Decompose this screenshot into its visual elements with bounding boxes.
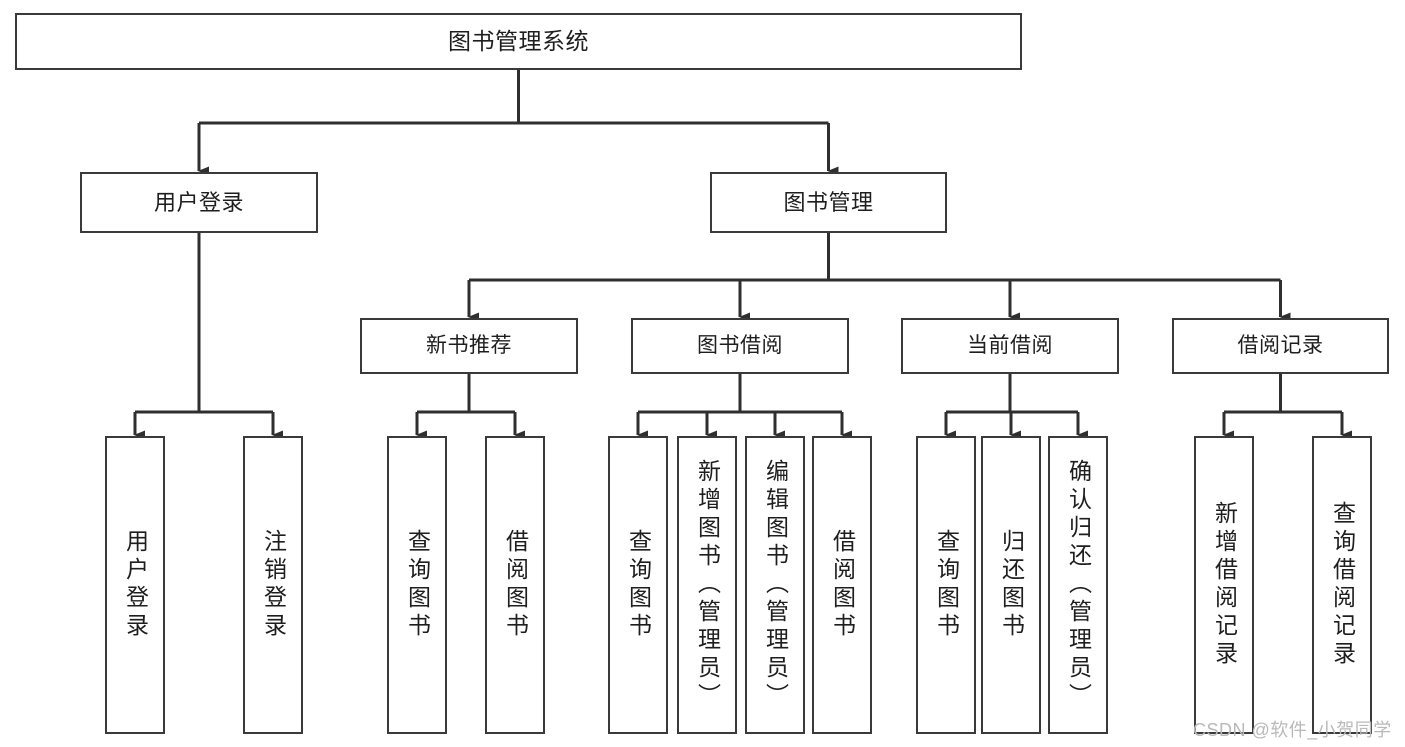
node-book-borrow[interactable]: 图书借阅	[631, 318, 849, 374]
node-root[interactable]: 图书管理系统	[15, 13, 1022, 70]
leaf-borrow-book-2-label: 借阅图书	[829, 529, 856, 641]
node-current-borrow[interactable]: 当前借阅	[901, 318, 1119, 374]
node-book-manage[interactable]: 图书管理	[710, 172, 947, 233]
leaf-query-book-1-label: 查询图书	[404, 529, 431, 641]
leaf-return-book[interactable]: 归还图书	[981, 436, 1041, 734]
node-new-book-recommend-label: 新书推荐	[426, 333, 512, 357]
leaf-confirm-return-label: 确认归还（管理员）	[1065, 459, 1092, 711]
leaf-borrow-book-2[interactable]: 借阅图书	[812, 436, 872, 734]
node-book-borrow-label: 图书借阅	[697, 333, 783, 357]
node-new-book-recommend[interactable]: 新书推荐	[360, 318, 578, 374]
node-root-label: 图书管理系统	[448, 27, 589, 54]
leaf-query-book-2-label: 查询图书	[625, 529, 652, 641]
node-user-login[interactable]: 用户登录	[80, 172, 318, 233]
leaf-add-borrow-record[interactable]: 新增借阅记录	[1194, 436, 1254, 734]
leaf-borrow-book-1-label: 借阅图书	[502, 529, 529, 641]
leaf-add-book-label: 新增图书（管理员）	[694, 459, 721, 711]
leaf-user-login-label: 用户登录	[122, 529, 149, 641]
node-book-manage-label: 图书管理	[783, 189, 874, 215]
node-current-borrow-label: 当前借阅	[967, 333, 1053, 357]
leaf-borrow-book-1[interactable]: 借阅图书	[485, 436, 545, 734]
leaf-confirm-return[interactable]: 确认归还（管理员）	[1048, 436, 1108, 734]
leaf-user-logout[interactable]: 注销登录	[243, 436, 303, 734]
leaf-query-borrow-record[interactable]: 查询借阅记录	[1312, 436, 1372, 734]
leaf-add-book[interactable]: 新增图书（管理员）	[677, 436, 737, 734]
csdn-watermark: CSDN @软件_小贺同学	[1193, 720, 1392, 740]
leaf-query-book-3[interactable]: 查询图书	[916, 436, 976, 734]
leaf-query-borrow-record-label: 查询借阅记录	[1329, 501, 1356, 669]
leaf-user-logout-label: 注销登录	[260, 529, 287, 641]
leaf-return-book-label: 归还图书	[998, 529, 1025, 641]
leaf-add-borrow-record-label: 新增借阅记录	[1211, 501, 1238, 669]
leaf-edit-book-label: 编辑图书（管理员）	[762, 459, 789, 711]
leaf-query-book-3-label: 查询图书	[933, 529, 960, 641]
node-borrow-record[interactable]: 借阅记录	[1172, 318, 1389, 374]
node-user-login-label: 用户登录	[153, 189, 244, 215]
leaf-edit-book[interactable]: 编辑图书（管理员）	[745, 436, 805, 734]
leaf-query-book-2[interactable]: 查询图书	[608, 436, 668, 734]
leaf-query-book-1[interactable]: 查询图书	[387, 436, 447, 734]
node-borrow-record-label: 借阅记录	[1237, 333, 1324, 357]
leaf-user-login[interactable]: 用户登录	[105, 436, 165, 734]
